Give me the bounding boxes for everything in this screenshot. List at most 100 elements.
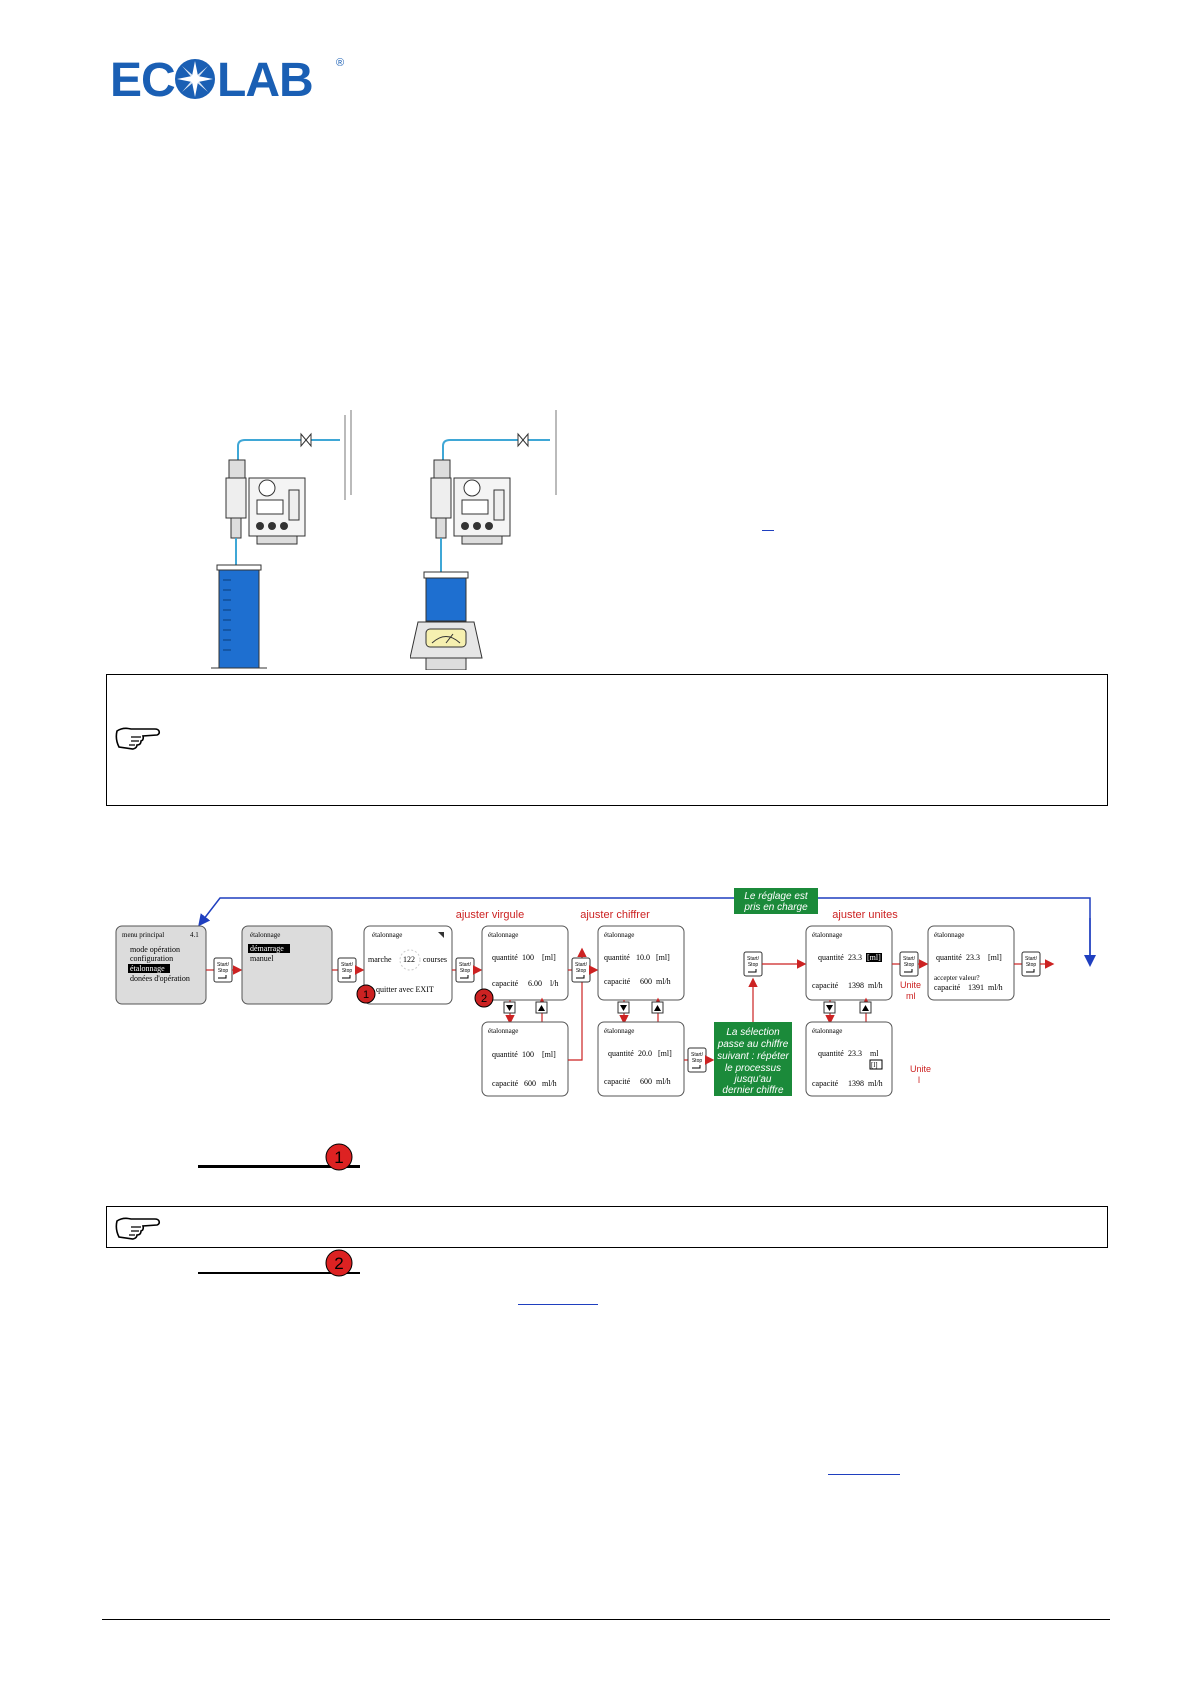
diagram-text: l/h: [550, 979, 558, 988]
diagram-text: démarrage: [250, 944, 284, 953]
diagram-text: courses: [423, 955, 447, 964]
diagram-text: [ml]: [542, 953, 556, 962]
label-adjust-units: ajuster unites: [832, 909, 898, 921]
diagram-text: étalonnage: [488, 1027, 518, 1035]
diagram-text: La sélection: [726, 1027, 780, 1038]
diagram-text: 600: [640, 977, 652, 986]
diagram-text: étalonnage: [812, 1027, 842, 1035]
diagram-text: 122: [403, 955, 415, 964]
diagram-text: capacité: [492, 979, 519, 988]
units-arrows: [823, 997, 872, 1025]
diagram-text: Stop: [748, 962, 759, 968]
start-stop-key-5: Start/ Stop: [684, 1047, 715, 1073]
note-top-line2: pris en charge: [743, 902, 808, 913]
diagram-text: ml/h: [868, 981, 883, 990]
diagram-text: Stop: [904, 962, 915, 968]
diagram-text: ml/h: [988, 983, 1003, 992]
pump-scale-figure: [410, 410, 557, 670]
diagram-text: étalonnage: [604, 1027, 634, 1035]
screen-running: étalonnage marche 122 courses quitter av…: [356, 925, 453, 1005]
diagram-text: ml/h: [542, 1079, 557, 1088]
diagram-text: configuration: [130, 954, 173, 963]
start-stop-key-2: Start/ Stop: [332, 957, 365, 983]
start-stop-key-3: Start/ Stop: [452, 957, 483, 983]
diagram-text: étalonnage: [130, 964, 165, 973]
section-marker-1: 1: [325, 1143, 353, 1171]
diagram-text: Unite: [910, 1064, 931, 1074]
svg-text:EC: EC: [110, 54, 175, 104]
diagram-text: Stop: [460, 968, 471, 974]
footer-rule: [102, 1619, 1110, 1620]
screen-accept: étalonnage quantité 23.3 [ml] accepter v…: [927, 925, 1015, 1001]
diagram-text: Start/: [459, 962, 472, 968]
diagram-text: étalonnage: [812, 931, 842, 939]
label-adjust-comma: ajuster virgule: [456, 909, 524, 921]
label-adjust-digit: ajuster chiffrer: [580, 909, 650, 921]
section-underline-2: [198, 1272, 360, 1274]
diagram-text: ml/h: [868, 1079, 883, 1088]
diagram-text: 1391: [968, 983, 984, 992]
diagram-text: quantité: [608, 1049, 634, 1058]
diagram-text: marche: [368, 955, 392, 964]
diagram-text: quantité: [818, 1049, 844, 1058]
diagram-text: jusqu'au: [733, 1074, 772, 1085]
screen-digit-bottom: étalonnage quantité 20.0 [ml] capacité 6…: [597, 1021, 685, 1097]
link-underline[interactable]: [762, 530, 774, 531]
diagram-text: 100: [522, 1050, 534, 1059]
diagram-text: Start/: [691, 1052, 704, 1058]
diagram-text: 6.00: [528, 979, 542, 988]
diagram-text: capacité: [934, 983, 961, 992]
diagram-text: 600: [524, 1079, 536, 1088]
start-stop-key-6: Start/ Stop: [743, 951, 807, 977]
link-underline[interactable]: [518, 1304, 598, 1305]
diagram-text: dernier chiffre: [722, 1085, 784, 1096]
diagram-text: Unite: [900, 980, 921, 990]
svg-text:LAB: LAB: [217, 54, 313, 104]
diagram-text: 600: [640, 1077, 652, 1086]
diagram-text: 1398: [848, 1079, 864, 1088]
diagram-text: étalonnage: [250, 931, 280, 939]
diagram-text: 23.3: [848, 1049, 862, 1058]
diagram-text: [ml]: [867, 953, 881, 962]
note-selection-box: [714, 1022, 792, 1096]
diagram-text: étalonnage: [604, 931, 634, 939]
diagram-text: Start/: [575, 962, 588, 968]
diagram-text: capacité: [604, 1077, 631, 1086]
diagram-text: Stop: [1026, 962, 1037, 968]
start-stop-key-4: Start/ Stop: [568, 957, 599, 983]
svg-text:2: 2: [334, 1254, 343, 1273]
diagram-text: [ml]: [542, 1050, 556, 1059]
diagram-text: donées d'opération: [130, 974, 190, 983]
diagram-text: 4.1: [190, 931, 199, 939]
diagram-text: quantité: [492, 1050, 518, 1059]
diagram-text: Start/: [217, 962, 230, 968]
link-underline[interactable]: [828, 1474, 900, 1475]
diagram-text: Start/: [747, 956, 760, 962]
diagram-text: l: [918, 1075, 920, 1085]
diagram-text: ml: [906, 991, 916, 1001]
diagram-text: capacité: [604, 977, 631, 986]
start-stop-key-1: Start/ Stop: [206, 957, 243, 983]
diagram-text: [ml]: [988, 953, 1002, 962]
diagram-text: [ml]: [656, 953, 670, 962]
diagram-text: 1398: [848, 981, 864, 990]
digit-arrows: [617, 997, 664, 1025]
diagram-text: Start/: [341, 962, 354, 968]
screen-units-bottom: étalonnage quantité 23.3 ml [l] capacité…: [805, 1021, 893, 1097]
registered-mark: ®: [336, 57, 344, 69]
diagram-text: 2: [481, 993, 487, 1005]
screen-comma-bottom: étalonnage quantité 100 [ml] capacité 60…: [481, 1021, 569, 1097]
diagram-text: [l]: [871, 1061, 878, 1069]
diagram-text: capacité: [812, 1079, 839, 1088]
diagram-text: étalonnage: [488, 931, 518, 939]
diagram-text: étalonnage: [372, 931, 402, 939]
diagram-text: 100: [522, 953, 534, 962]
diagram-text: quantité: [604, 953, 630, 962]
diagram-text: Stop: [342, 968, 353, 974]
note-box-2: [106, 1206, 1108, 1248]
note-box: [106, 674, 1108, 806]
diagram-text: manuel: [250, 954, 274, 963]
diagram-text: 20.0: [638, 1049, 652, 1058]
diagram-text: 23.3: [848, 953, 862, 962]
diagram-text: Start/: [903, 956, 916, 962]
